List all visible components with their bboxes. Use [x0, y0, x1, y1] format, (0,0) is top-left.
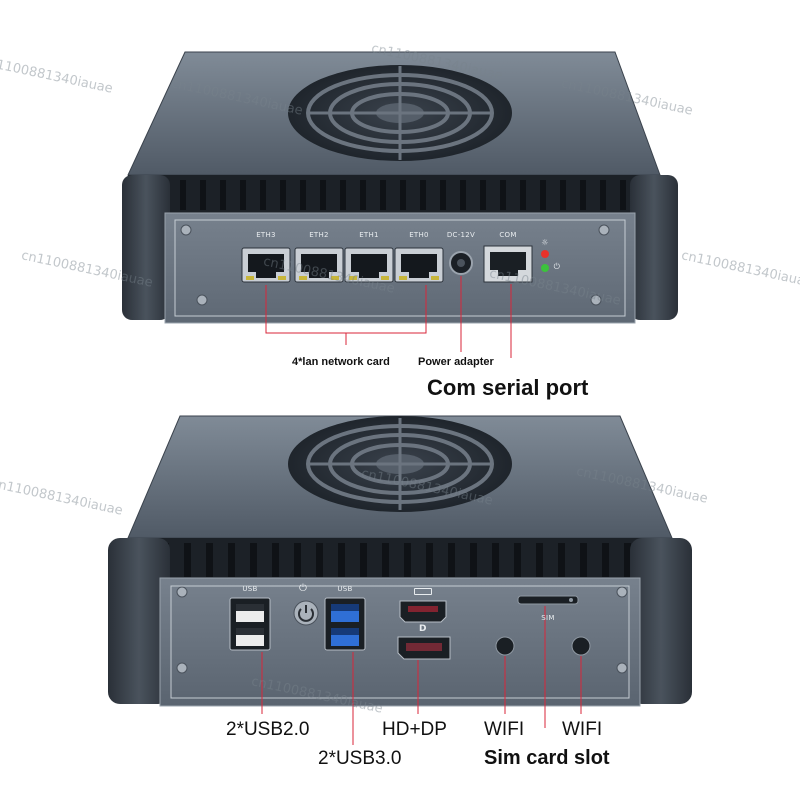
- power-icon: ⏻: [299, 583, 307, 594]
- caption-hd-dp: HD+DP: [382, 719, 447, 740]
- led-red: [541, 250, 549, 258]
- led-green: [541, 264, 549, 272]
- led-power-icon: ⏻: [553, 262, 561, 271]
- caption-lan: 4*lan network card: [292, 356, 390, 368]
- label-eth0: ETH0: [409, 231, 429, 239]
- caption-usb2: 2*USB2.0: [226, 719, 310, 740]
- sim-slot: [517, 595, 579, 605]
- caption-wifi-right: WIFI: [562, 719, 603, 740]
- label-com: COM: [499, 231, 517, 239]
- wifi-antenna-right: [571, 636, 591, 656]
- label-dc-12v: DC-12V: [446, 231, 476, 239]
- label-sim: SIM: [541, 614, 555, 622]
- caption-sim-card: Sim card slot: [484, 747, 610, 769]
- wifi-antenna-left: [495, 636, 515, 656]
- callout-lines-top: [265, 276, 512, 358]
- ethernet-ports: [241, 247, 444, 283]
- displayport-icon: D: [419, 624, 427, 634]
- caption-wifi-left: WIFI: [484, 719, 525, 740]
- callout-lines-bottom: [261, 606, 582, 745]
- usb3-ports: [324, 597, 366, 651]
- label-eth3: ETH3: [256, 231, 276, 239]
- caption-com-serial: Com serial port: [427, 375, 589, 400]
- top-mini-pc: [122, 51, 678, 358]
- label-usb3: USB: [337, 585, 353, 593]
- caption-power-adapter: Power adapter: [418, 356, 494, 368]
- label-eth1: ETH1: [359, 231, 379, 239]
- bottom-mini-pc: [108, 415, 692, 745]
- led-sun-icon: ☼: [541, 238, 549, 247]
- hdmi-icon: [414, 588, 432, 595]
- caption-usb3: 2*USB3.0: [318, 748, 402, 769]
- usb2-ports: [229, 597, 271, 651]
- label-usb2: USB: [242, 585, 258, 593]
- label-eth2: ETH2: [309, 231, 329, 239]
